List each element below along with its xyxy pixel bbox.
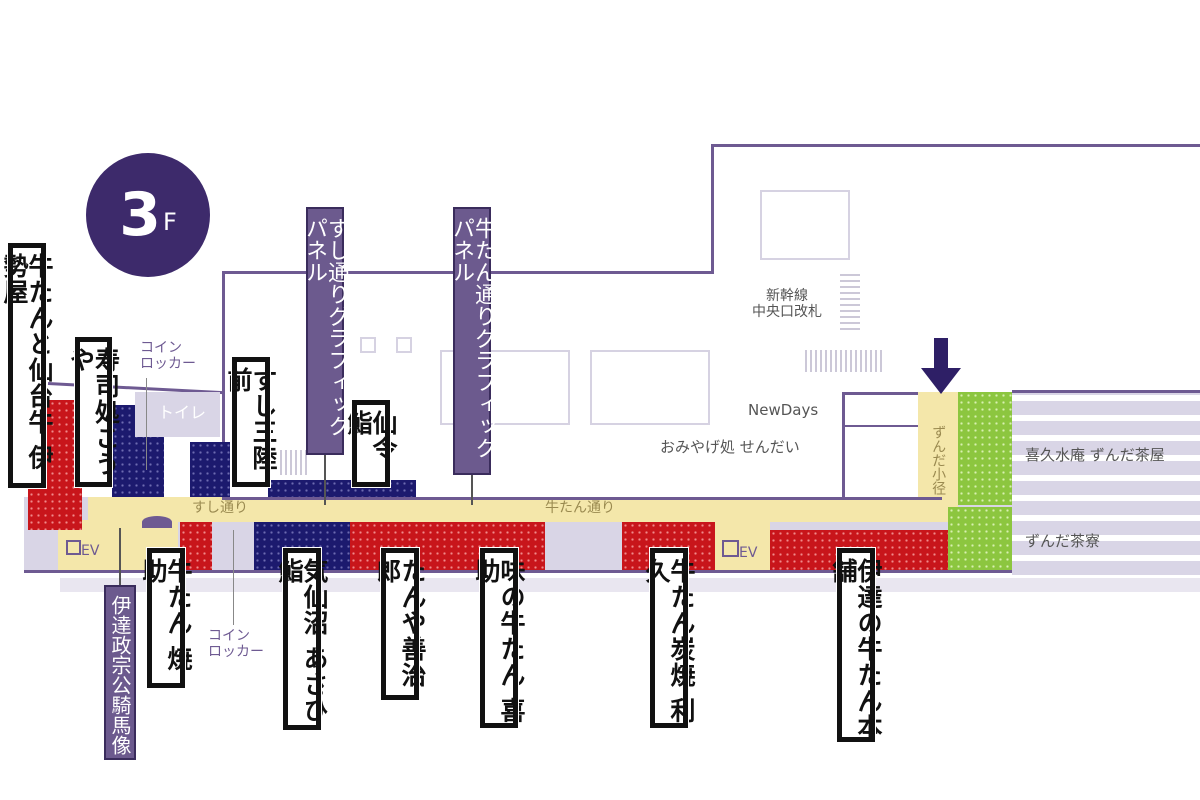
interior-room [760,190,850,260]
wall [222,271,225,501]
stairs [280,450,310,475]
shop-area-sanriku [190,442,230,497]
shop-label-kikusuian: 喜久水庵 ずんだ茶屋 [1025,446,1165,464]
interior-room [396,337,412,353]
shop-sign-honpo[interactable]: 伊達の牛たん本舗 [829,547,883,743]
arrow-down-icon [921,338,961,396]
shinkansen-gate-label: 新幹線中央口改札 [752,288,822,321]
floor-number: 3 [119,180,161,250]
elevator-label: EV [66,540,99,559]
leader-line [233,530,234,625]
shop-sign-iseya[interactable]: 牛たんと仙台牛 伊勢屋 [0,242,54,489]
shop-label-omiyage: おみやげ処 せんだい [660,438,800,456]
leader-line [146,378,147,470]
toilet-area [135,392,220,437]
shop-label-newdays: NewDays [748,401,819,419]
interior-room [360,337,376,353]
shop-sign-kouya[interactable]: 寿司処こうや [67,336,121,488]
street-label-gyutan: 牛たん通り [545,500,615,516]
coin-locker-label: コインロッカー [140,340,196,373]
wall [1012,390,1200,393]
shop-sign-sanriku[interactable]: すし三陸前 [224,356,278,488]
lower-stripes [60,578,1200,592]
shop-block-zunda [842,392,922,497]
wall [24,570,1016,573]
street-label-zunda: ずんだ小径 [930,425,947,495]
leader-line [119,528,121,585]
corridor-sushi-gyutan [88,497,958,522]
shop-area-asahi [254,522,350,570]
elevator-label: EV [722,540,757,561]
shop-area-saryo [948,507,1012,570]
interior-room [440,350,570,425]
toilet-label: トイレ [158,403,207,422]
corridor-ev-area [715,520,770,570]
shop-area-yakisuke [180,522,212,570]
statue-label[interactable]: 伊達政宗公騎馬像 [104,585,136,760]
sushi-graphic-panel[interactable]: すし通りグラフィックパネル [302,207,349,455]
elevator-icon [722,540,739,557]
shop-sign-senrei[interactable]: 仙令鮨 [344,399,398,488]
stairs [805,350,885,372]
wall [842,425,922,427]
wall [711,144,714,274]
corridor-zunda [918,392,958,522]
leader-line [471,475,473,505]
shop-sign-rikyu[interactable]: 牛たん炭焼 利久 [642,547,696,729]
statue-icon [142,516,172,528]
street-label-sushi: すし通り [192,500,248,516]
floor-suffix: F [162,208,177,236]
shop-sign-zenjiro[interactable]: たんや善治郎 [373,547,427,701]
shop-label-saryo: ずんだ茶寮 [1025,532,1101,550]
shop-sign-yakisuke[interactable]: 牛たん 焼助 [139,547,193,689]
leader-line [324,455,326,505]
right-concourse [1012,390,1200,575]
coin-locker-label: コインロッカー [208,628,264,661]
shop-area-honpo [770,530,948,570]
interior-room [590,350,710,425]
shop-sign-kisuke[interactable]: 味の牛たん 喜助 [472,547,526,729]
stairs [840,270,860,330]
wall [712,144,1200,147]
gyutan-graphic-panel[interactable]: 牛たん通りグラフィックパネル [449,207,496,475]
wall [222,497,942,500]
shop-sign-asahi[interactable]: 気仙沼 あさひ鮨 [275,547,329,731]
floor-badge: 3 F [86,153,210,277]
shop-area-kikusuian [958,392,1012,505]
elevator-icon [66,540,81,555]
